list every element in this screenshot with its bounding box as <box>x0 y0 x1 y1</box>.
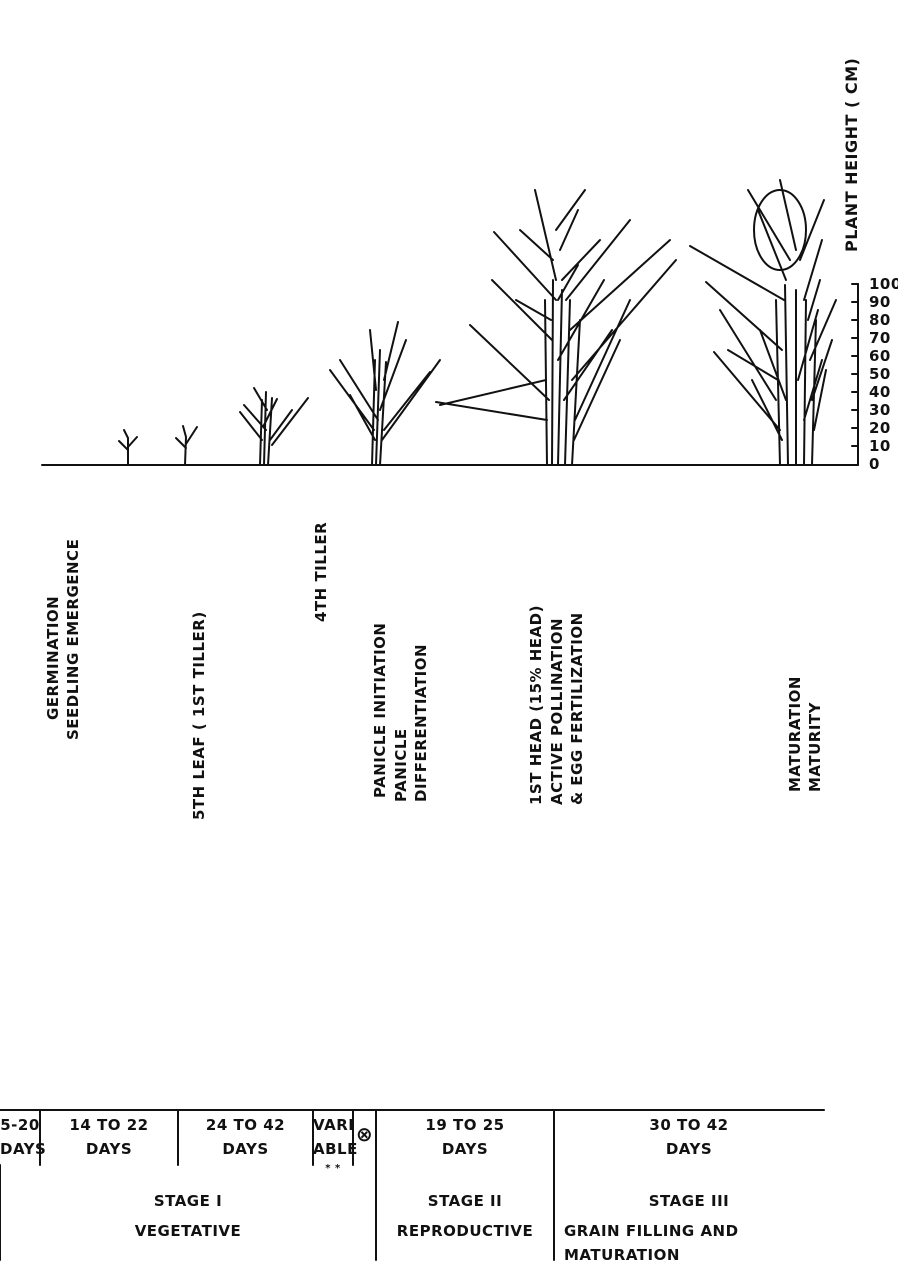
label-seedling-emergence: SEEDLING EMERGENCE <box>64 539 82 740</box>
tick-label: 40 <box>869 384 891 400</box>
tick-label: 60 <box>869 348 891 364</box>
plant-seedling <box>119 430 137 465</box>
duration-germination-bottom: DAYS <box>0 1140 40 1158</box>
duration-reproductive-top: 19 TO 25 <box>376 1116 554 1134</box>
plant-4th-tiller <box>240 388 308 465</box>
stage-3-name: STAGE III <box>554 1192 824 1210</box>
tick-label: 90 <box>869 294 891 310</box>
duration-variable-top: VARI <box>313 1116 353 1134</box>
label-panicle-initiation: PANICLE INITIATION <box>371 623 389 799</box>
label-4th-tiller: 4TH TILLER <box>312 522 330 622</box>
duration-seedling-bottom: DAYS <box>40 1140 178 1158</box>
tick-label: 0 <box>869 456 880 472</box>
duration-reproductive-bottom: DAYS <box>376 1140 554 1158</box>
label-maturity: MATURITY <box>806 702 824 792</box>
tick-label: 30 <box>869 402 891 418</box>
label-egg-fertilization: & EGG FERTILIZATION <box>568 612 586 805</box>
stage-3-phase: GRAIN FILLING AND <box>554 1222 834 1240</box>
stage-2-name: STAGE II <box>376 1192 554 1210</box>
plant-5th-leaf <box>176 426 197 465</box>
label-active-pollination: ACTIVE POLLINATION <box>548 618 566 805</box>
label-1st-head: 1ST HEAD (15% HEAD) <box>527 605 545 805</box>
stage-2-phase: REPRODUCTIVE <box>376 1222 554 1240</box>
tick-label: 70 <box>869 330 891 346</box>
duration-germination-top: 5-20 <box>0 1116 40 1134</box>
stage-1-phase: VEGETATIVE <box>0 1222 376 1240</box>
label-panicle: PANICLE <box>392 728 410 802</box>
duration-ripening-top: 30 TO 42 <box>554 1116 824 1134</box>
tick-label: 20 <box>869 420 891 436</box>
duration-tillering-top: 24 TO 42 <box>178 1116 313 1134</box>
stage-3-phase-2: MATURATION <box>554 1246 834 1264</box>
label-maturation: MATURATION <box>786 676 804 792</box>
duration-variable-note: * * <box>313 1160 353 1178</box>
tick-label: 50 <box>869 366 891 382</box>
tick-label: 100 <box>869 276 898 292</box>
tick-label: 10 <box>869 438 891 454</box>
tick-label: 80 <box>869 312 891 328</box>
duration-seedling-top: 14 TO 22 <box>40 1116 178 1134</box>
duration-tillering-bottom: DAYS <box>178 1140 313 1158</box>
label-germination: GERMINATION <box>44 596 62 720</box>
panicle-initiation-symbol: ⊗ <box>353 1125 376 1143</box>
duration-variable-bottom: ABLE <box>313 1140 353 1158</box>
plant-height-axis-label: PLANT HEIGHT ( CM) <box>840 12 864 252</box>
duration-ripening-bottom: DAYS <box>554 1140 824 1158</box>
plant-heading <box>436 190 676 465</box>
plant-panicle-initiation <box>330 322 440 465</box>
label-differentiation: DIFFERENTIATION <box>412 644 430 802</box>
stage-1-name: STAGE I <box>0 1192 376 1210</box>
label-5th-leaf: 5TH LEAF ( 1ST TILLER) <box>190 611 208 820</box>
plant-maturity <box>690 180 836 465</box>
